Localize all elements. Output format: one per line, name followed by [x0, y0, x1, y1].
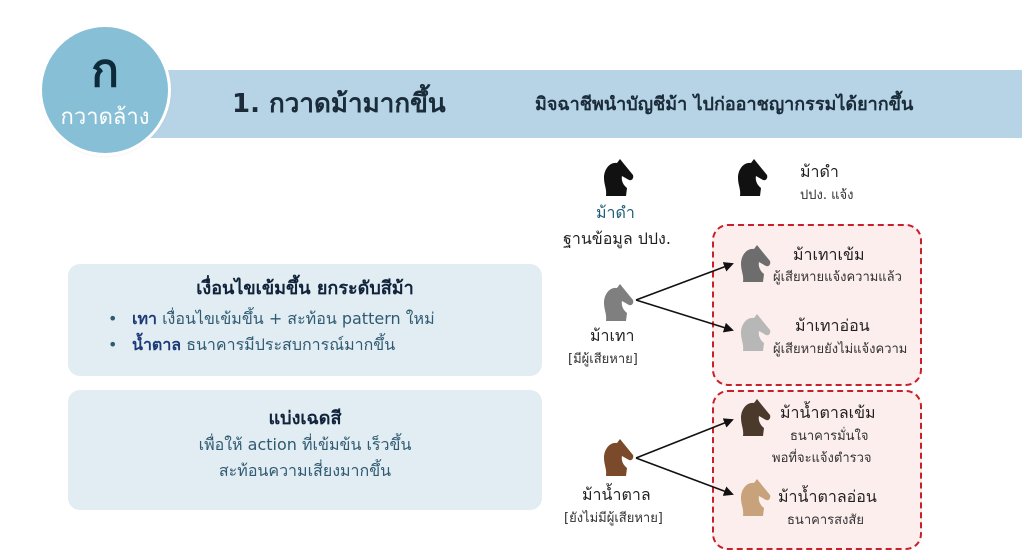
horse-head-icon: [604, 159, 634, 196]
black-db-name: ม้าดำ: [596, 203, 635, 222]
horse-head-icon: [741, 245, 771, 282]
conditions-card: เงื่อนไขเข้มขึ้น ยกระดับสีม้า • เทา เงื่อ…: [68, 264, 542, 376]
arrow-brown-to-light: [635, 457, 734, 496]
brown-name: ม้าน้ำตาล: [582, 485, 651, 504]
badge-letter: ก: [91, 43, 119, 97]
black-report-name: ม้าดำ: [800, 162, 839, 181]
conditions-bullet-list: • เทา เงื่อนไขเข้มขึ้น + สะท้อน pattern ใ…: [108, 306, 542, 358]
bullet-text: ธนาคารมีประสบการณ์มากขึ้น: [181, 335, 396, 354]
brown-note: [ยังไม่มีผู้เสียหาย]: [564, 511, 663, 526]
bullet-dot: •: [108, 335, 118, 354]
horse-head-icon: [741, 479, 771, 516]
grey-note: [มีผู้เสียหาย]: [568, 352, 638, 367]
grey-name: ม้าเทา: [590, 326, 635, 345]
split-card: แบ่งเฉดสี เพื่อให้ action ที่เข้มข้น เร็…: [68, 390, 542, 510]
arrow-brown-to-dark: [635, 418, 734, 459]
brown-light-note: ธนาคารสงสัย: [787, 513, 864, 528]
badge-caption: กวาดล้าง: [60, 105, 150, 130]
horse-head-icon: [738, 159, 768, 196]
split-card-title: แบ่งเฉดสี: [268, 408, 342, 429]
bullet-brown: • น้ำตาล ธนาคารมีประสบการณ์มากขึ้น: [108, 332, 542, 358]
grey-light-note: ผู้เสียหายยังไม่แจ้งความ: [773, 342, 908, 357]
arrow-grey-to-light: [635, 299, 734, 333]
brown-dark-note-2: พอที่จะแจ้งตำรวจ: [772, 451, 872, 466]
header-banner: [112, 70, 1022, 138]
arrow-grey-to-dark: [635, 262, 734, 301]
horse-head-icon: [604, 439, 634, 476]
bullet-dot: •: [108, 309, 118, 328]
split-card-line-2: สะท้อนความเสี่ยงมากขึ้น: [218, 461, 392, 480]
split-card-line-1: เพื่อให้ action ที่เข้มข้น เร็วขึ้น: [198, 435, 412, 454]
horse-head-icon: [741, 399, 771, 436]
bullet-key: เทา: [132, 309, 157, 328]
grey-dark-name: ม้าเทาเข้ม: [793, 245, 865, 264]
section-title: 1. กวาดม้ามากขึ้น: [232, 89, 446, 119]
bullet-text: เงื่อนไขเข้มขึ้น + สะท้อน pattern ใหม่: [157, 309, 435, 328]
black-report-note: ปปง. แจ้ง: [800, 188, 854, 203]
grey-light-name: ม้าเทาอ่อน: [795, 316, 870, 335]
section-subtitle: มิจฉาชีพนำบัญชีม้า ไปก่ออาชญากรรมได้ยากข…: [535, 94, 914, 115]
conditions-card-title: เงื่อนไขเข้มขึ้น ยกระดับสีม้า: [196, 278, 414, 299]
black-db-note: ฐานข้อมูล ปปง.: [563, 229, 671, 248]
horse-head-icon: [741, 314, 771, 351]
brown-subgroup-box: [712, 390, 922, 550]
grey-dark-note: ผู้เสียหายแจ้งความแล้ว: [773, 270, 902, 285]
brown-dark-note-1: ธนาคารมั่นใจ: [790, 429, 869, 444]
brown-dark-name: ม้าน้ำตาลเข้ม: [780, 403, 876, 422]
brown-light-name: ม้าน้ำตาลอ่อน: [778, 487, 877, 506]
bullet-key: น้ำตาล: [132, 335, 182, 354]
horse-head-icon: [604, 284, 634, 321]
section-badge: ก กวาดล้าง: [42, 27, 168, 153]
bullet-grey: • เทา เงื่อนไขเข้มขึ้น + สะท้อน pattern ใ…: [108, 306, 542, 332]
